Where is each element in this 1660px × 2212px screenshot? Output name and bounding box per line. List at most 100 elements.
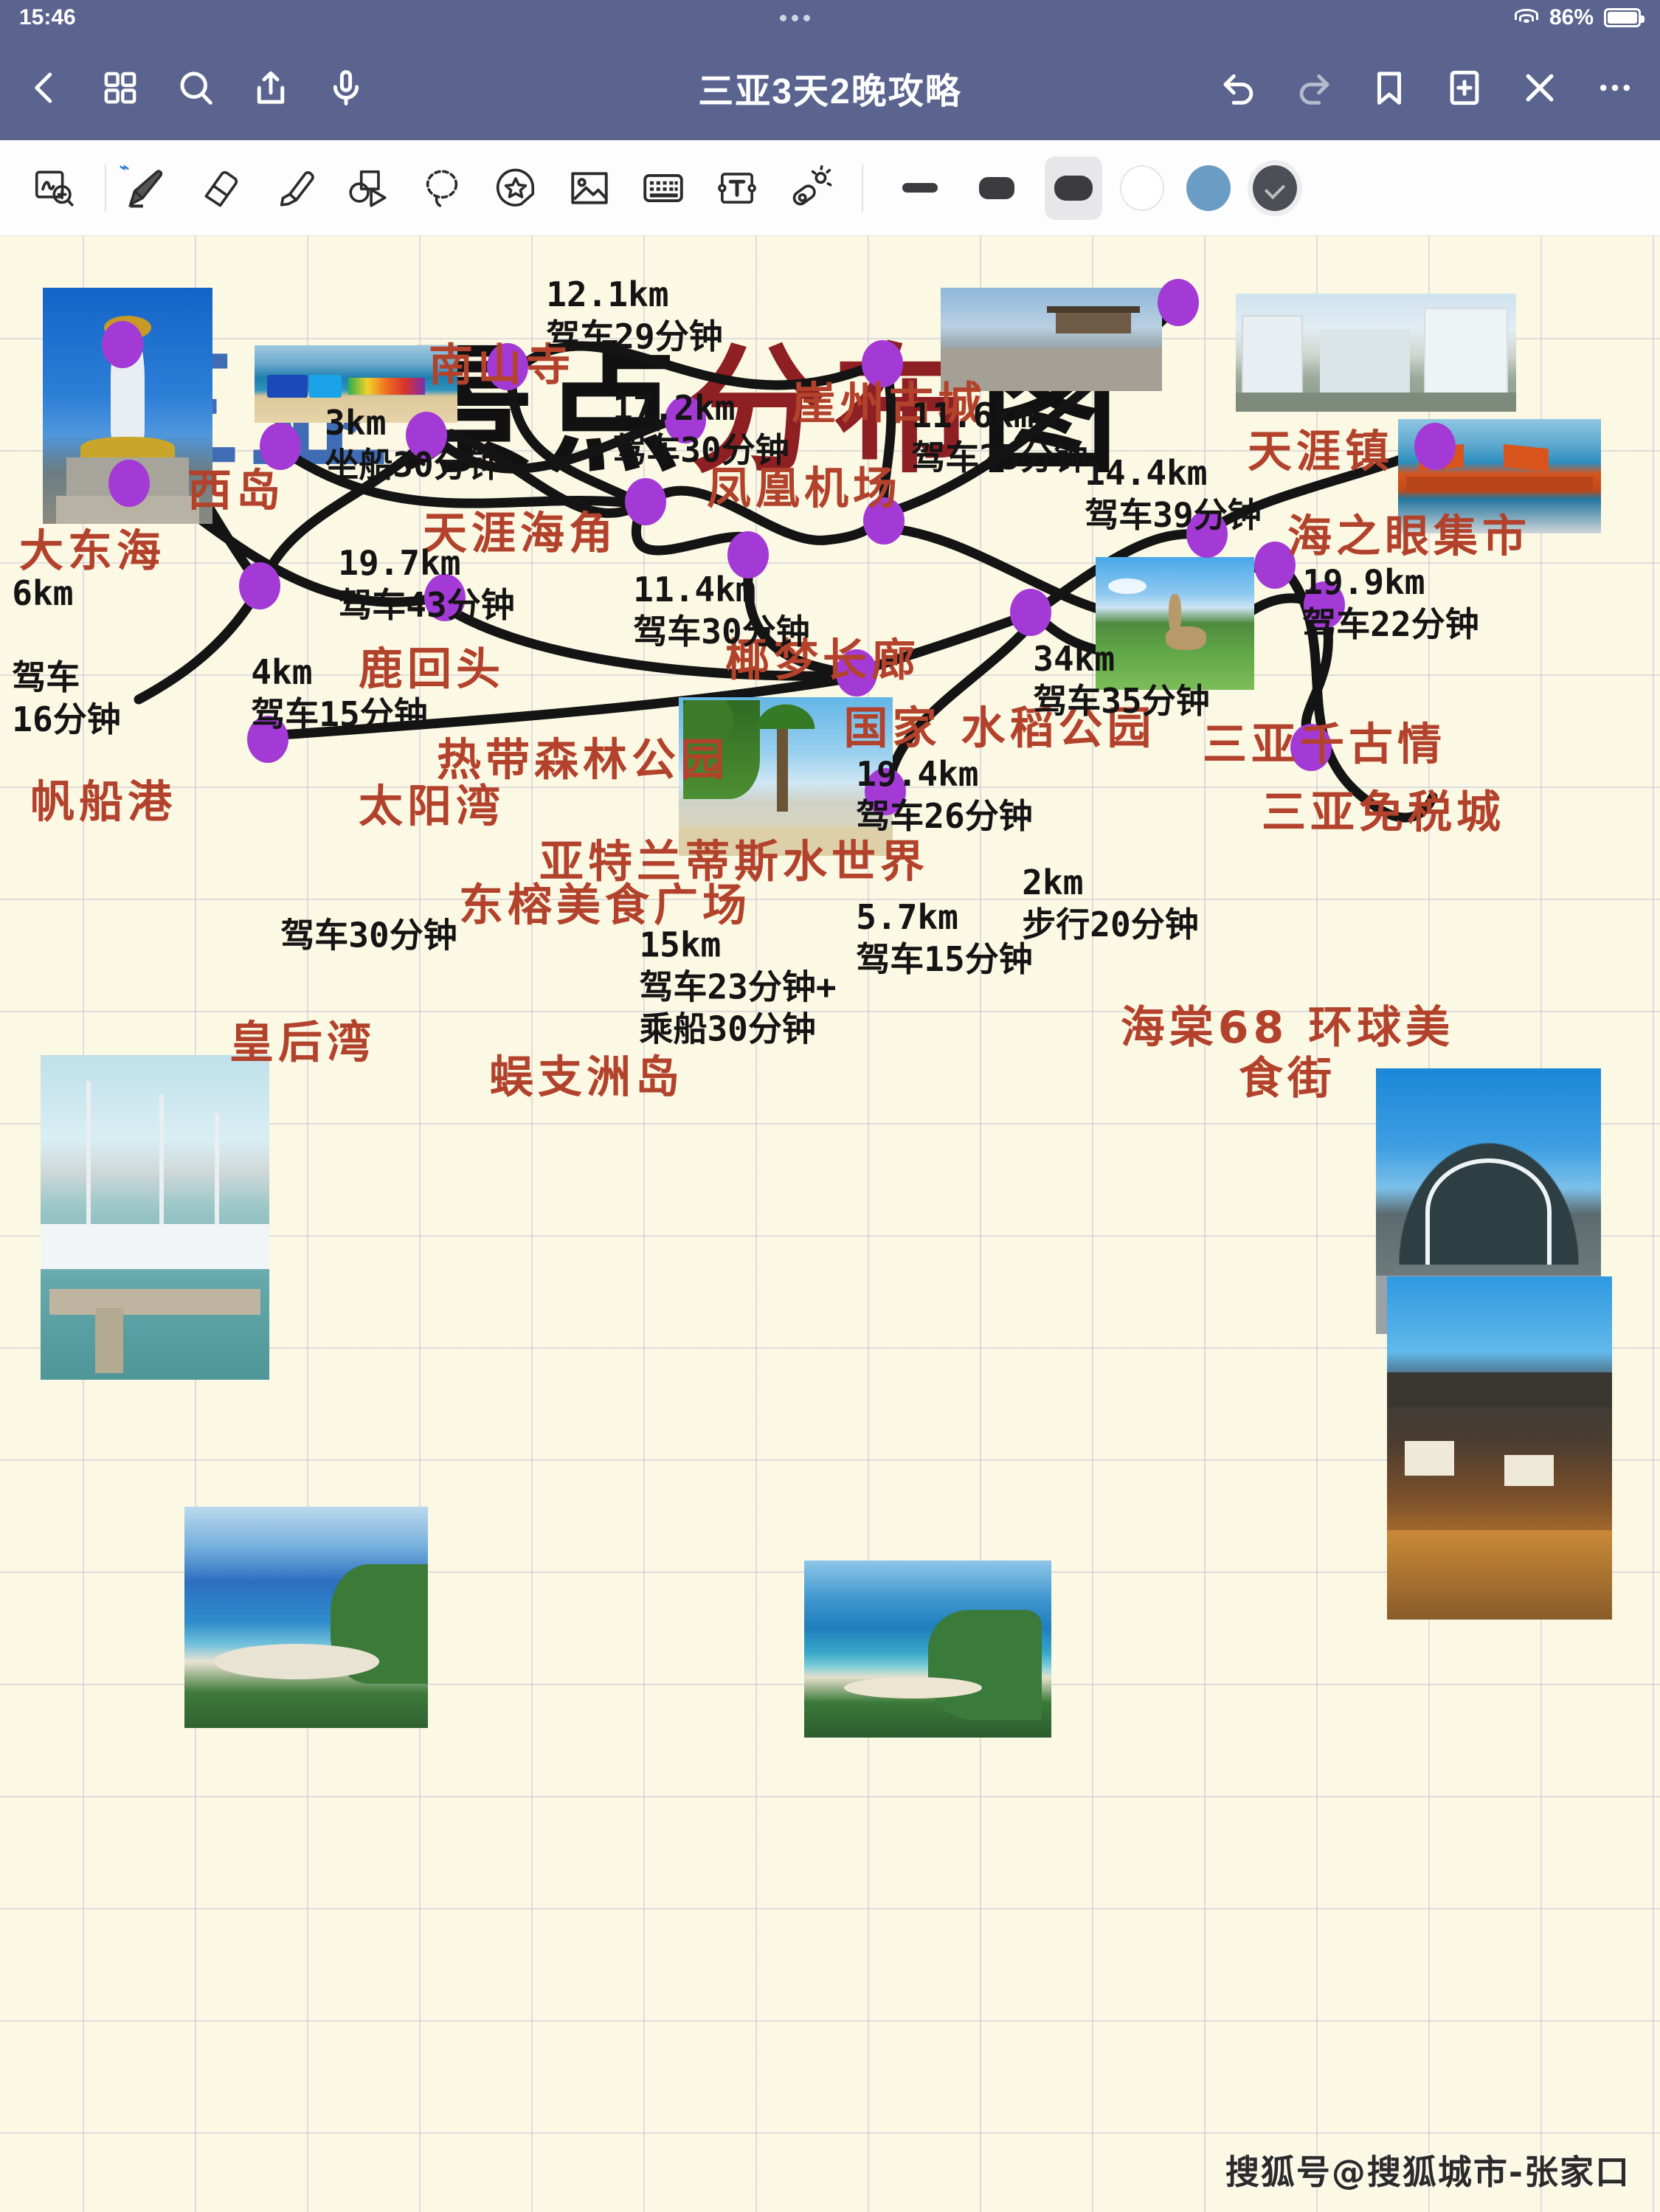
node-haitang[interactable] (1290, 724, 1332, 771)
shapes-icon[interactable] (336, 156, 400, 220)
node-luhuitou[interactable] (406, 412, 447, 459)
redo-icon[interactable] (1294, 68, 1334, 108)
node-qianguqing[interactable] (1414, 423, 1456, 470)
stroke-width-group (891, 156, 1102, 220)
route-label-dadonghai-junction: 6km 驾车 16分钟 (12, 530, 120, 783)
place-label-atlantis: 亚特兰蒂斯水世界 (539, 836, 929, 888)
route-time: 驾车39分钟 (1085, 495, 1262, 535)
place-label-huanghouwan: 皇后湾 (229, 1017, 376, 1069)
keyboard-icon[interactable] (632, 156, 695, 220)
photo-yemeng (679, 697, 893, 856)
node-redai[interactable] (727, 531, 769, 578)
node-tianyazhen[interactable] (1158, 279, 1199, 326)
route-time: 驾车23分钟+ 乘船30分钟 (639, 967, 837, 1049)
place-label-haizhiyan: 海之眼集市 (1287, 511, 1531, 563)
battery-icon (1604, 8, 1645, 27)
route-label-huanghouwan-wuzhizhou: 15km 驾车23分钟+ 乘船30分钟 (639, 924, 836, 1050)
route-time: 驾车30分钟 (280, 915, 457, 955)
route-time: 驾车 16分钟 (12, 657, 121, 740)
node-junction-1[interactable] (239, 562, 280, 609)
node-huanghouwan[interactable] (247, 716, 288, 763)
stroke-thin[interactable] (891, 156, 949, 220)
node-tianyahaijiao[interactable] (625, 478, 666, 525)
more-icon[interactable] (1595, 68, 1635, 108)
node-nanshansi[interactable] (487, 343, 528, 390)
route-distance: 4km (251, 651, 313, 692)
place-label-nanshansi: 南山寺 (429, 339, 575, 392)
route-label-nanshansi-tianyahaijiao: 17.2km 驾车30分钟 (612, 387, 789, 471)
lasso-select-icon[interactable] (410, 156, 474, 220)
route-distance: 15km (639, 924, 722, 965)
route-label-nanshansi-yazhou: 12.1km 驾车29分钟 (546, 274, 722, 358)
bookmark-icon[interactable] (1369, 68, 1409, 108)
stroke-medium[interactable] (968, 156, 1026, 220)
route-label-haizhiyan-qianguqing: 19.9km 驾车22分钟 (1302, 561, 1479, 646)
stroke-thick[interactable] (1045, 156, 1102, 220)
route-label-tianyahaijiao-luhuitou: 19.7km 驾车43分钟 (338, 542, 514, 626)
route-distance: 17.2km (612, 387, 736, 428)
sticker-icon[interactable] (484, 156, 547, 220)
node-taiyangwan[interactable] (424, 574, 466, 621)
photo-fanchuan (41, 1055, 269, 1380)
route-label-atlantis-mianshui: 2km 步行20分钟 (1022, 862, 1198, 946)
mic-icon[interactable] (326, 68, 366, 108)
route-time: 驾车30分钟 (633, 612, 810, 651)
undo-icon[interactable] (1219, 68, 1259, 108)
node-xidao[interactable] (260, 423, 301, 470)
note-canvas[interactable]: 三亚景点分布图 (0, 236, 1660, 2212)
route-label-tianyahaijiao-yemeng: 11.4km 驾车30分钟 (633, 569, 809, 653)
add-page-icon[interactable] (1445, 68, 1484, 108)
photo-tianyazhen (1236, 294, 1516, 412)
color-white[interactable] (1120, 165, 1164, 211)
route-distance: 12.1km (546, 274, 669, 314)
place-label-dadonghai: 大东海 (19, 525, 165, 578)
place-label-mianshui: 三亚免税城 (1262, 787, 1505, 839)
route-time: 驾车25分钟 (911, 438, 1088, 477)
photo-haitang (1387, 1276, 1612, 1620)
color-blue[interactable] (1186, 165, 1231, 211)
node-fanchuangang[interactable] (108, 460, 150, 507)
route-time: 坐船30分钟 (325, 445, 502, 485)
route-distance: 14.4km (1085, 452, 1208, 493)
wifi-icon (1514, 8, 1539, 27)
eraser-icon[interactable] (189, 156, 252, 220)
photo-wuzhizhou (804, 1561, 1051, 1738)
place-label-dongrong: 东榕美食广场 (459, 879, 751, 932)
toolbar-divider (105, 164, 106, 212)
node-haizhiyan[interactable] (1254, 542, 1296, 589)
route-label-fenghuang-tianyazhen: 14.4km 驾车39分钟 (1085, 452, 1261, 536)
place-label-redai: 热带森林公园 (437, 734, 729, 787)
back-icon[interactable] (25, 68, 65, 108)
grid-icon[interactable] (100, 68, 140, 108)
node-wuzhizhou[interactable] (865, 768, 906, 815)
color-dark[interactable] (1253, 165, 1297, 211)
image-icon[interactable] (558, 156, 621, 220)
close-icon[interactable] (1520, 68, 1560, 108)
node-fenghuang[interactable] (863, 497, 905, 545)
route-distance: 6km (12, 573, 74, 613)
node-yemeng[interactable] (665, 396, 706, 443)
route-time: 步行20分钟 (1022, 905, 1199, 944)
node-atlantis[interactable] (1010, 589, 1051, 636)
node-dongrong[interactable] (836, 649, 877, 697)
highlighter-icon[interactable] (263, 156, 326, 220)
photo-yazhou (941, 288, 1162, 391)
place-label-xidao: 西岛 (187, 465, 285, 517)
zoom-write-icon[interactable] (22, 156, 86, 220)
route-distance: 11.4km (633, 569, 756, 609)
share-icon[interactable] (251, 68, 291, 108)
node-yazhou[interactable] (862, 340, 903, 387)
place-label-wuzhizhou: 蜈支洲岛 (489, 1051, 684, 1104)
color-swatch-group (1120, 165, 1297, 211)
place-label-qianguqing: 三亚千古情 (1203, 719, 1446, 771)
node-mianshui-city[interactable] (1186, 511, 1228, 558)
pen-icon[interactable]: ⌁ (115, 156, 179, 220)
textbox-icon[interactable] (705, 156, 769, 220)
place-label-tianyahaijiao: 天涯海角 (423, 508, 618, 560)
route-label-luhuitou-junction: 4km 驾车15分钟 (251, 651, 427, 736)
laser-pointer-icon[interactable] (779, 156, 843, 220)
node-dadonghai[interactable] (102, 321, 143, 368)
node-mianshui[interactable] (1304, 581, 1345, 629)
route-label-guojia-qianguqing: 34km 驾车35分钟 (1033, 638, 1209, 722)
search-icon[interactable] (176, 68, 215, 108)
